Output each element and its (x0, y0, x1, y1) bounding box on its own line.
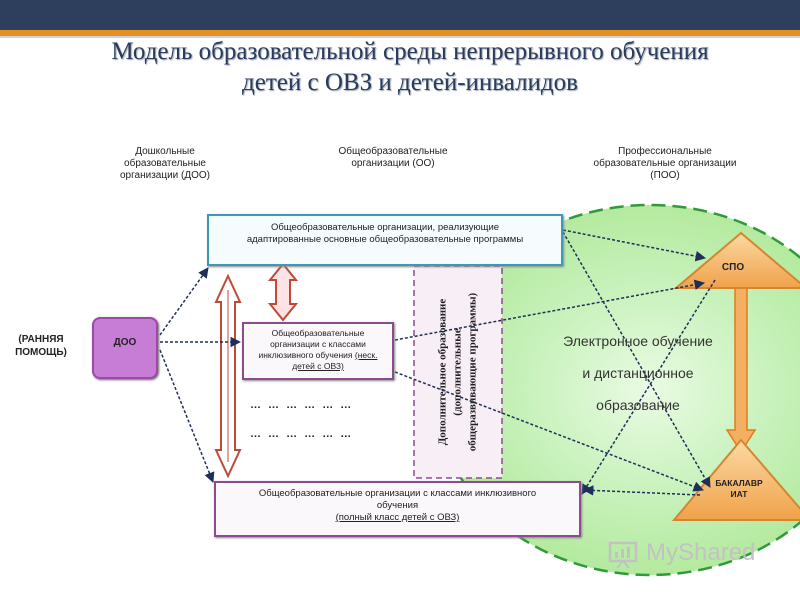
inclusive-full-line3: (полный класс детей с ОВЗ) (335, 512, 460, 523)
e-learning-label: Электронное обучение и дистанционное обр… (538, 325, 738, 421)
presentation-icon (608, 541, 638, 569)
header-divider (0, 36, 800, 38)
column-header-poo-line3: (ПОО) (650, 170, 680, 181)
extra-education-zone (413, 265, 503, 479)
column-header-poo: Профессиональные образовательные организ… (560, 146, 770, 182)
early-help-line1: (РАННЯЯ (18, 334, 64, 345)
watermark-text: MyShared (646, 539, 756, 566)
spo-triangle (673, 231, 800, 289)
slide-title-line2: детей с ОВЗ и детей-инвалидов (242, 69, 578, 96)
inclusive-full-class-box: Общеобразовательные организации с класса… (214, 481, 581, 537)
inclusive-classes-line2: организации с классами (270, 339, 366, 349)
inclusive-classes-box: Общеобразовательные организации с класса… (242, 322, 394, 380)
inclusive-classes-line3: инклюзивного обучения (неск. (250, 350, 386, 361)
column-header-doo: Дошкольные образовательные организации (… (110, 146, 220, 182)
column-header-doo-line3: организации (ДОО) (119, 170, 211, 181)
spo-label: СПО (721, 262, 745, 273)
slide-title-line1: Модель образовательной среды непрерывног… (111, 38, 709, 65)
extra-education-text: Дополнительное образование (дополнительн… (436, 268, 481, 476)
column-header-doo-line1: Дошкольные (135, 146, 195, 157)
inclusive-full-line2: обучения (376, 500, 419, 511)
ellipsis-row-1: … … … … … … (250, 399, 354, 411)
extra-education-line2: (дополнительные (451, 328, 464, 416)
extra-education-label: Дополнительное образование (дополнительн… (414, 266, 502, 478)
myshared-logo: MyShared (608, 535, 788, 575)
bachelor-line1: БАКАЛАВР (715, 478, 763, 488)
column-header-poo-line1: Профессиональные (618, 146, 712, 157)
adapted-programs-line2: адаптированные основные общеобразователь… (246, 234, 524, 245)
doo-box-label: ДОО (113, 337, 137, 348)
early-help-line2: ПОМОЩЬ) (15, 347, 67, 358)
column-header-poo-line2: образовательные организации (593, 158, 737, 169)
column-header-oo: Общеобразовательные организации (ОО) (318, 146, 468, 170)
bachelor-line2: ИАТ (730, 489, 748, 499)
extra-education-line1: Дополнительное образование (436, 298, 449, 446)
adapted-programs-line1: Общеобразовательные организации, реализу… (270, 222, 500, 233)
slide-title: Модель образовательной среды непрерывног… (40, 36, 780, 98)
spo-to-bachelor-arrow (725, 287, 757, 454)
extra-education-line3: общеразвивающие программы) (466, 292, 479, 452)
ellipsis-row-2: … … … … … … (250, 428, 354, 440)
doo-box: ДОО (92, 317, 158, 379)
small-double-arrow (267, 262, 299, 322)
inclusive-full-line1: Общеобразовательные организации с класса… (258, 488, 537, 499)
column-header-oo-line1: Общеобразовательные (338, 146, 448, 157)
early-help-label: (РАННЯЯ ПОМОЩЬ) (6, 333, 76, 359)
column-header-doo-line2: образовательные (124, 158, 206, 169)
e-learning-line1: Электронное обучение (563, 333, 713, 349)
header-accent-stripe (0, 30, 800, 36)
bachelor-label: БАКАЛАВР ИАТ (703, 478, 775, 500)
inclusive-classes-line1: Общеобразовательные (271, 328, 365, 338)
inclusive-classes-line4: детей с ОВЗ) (292, 361, 344, 371)
e-learning-line3: образование (596, 397, 680, 413)
e-learning-line2: и дистанционное (582, 365, 694, 381)
header-bar (0, 0, 800, 30)
adapted-programs-box: Общеобразовательные организации, реализу… (207, 214, 563, 266)
inclusive-classes-line3-text: инклюзивного обучения (258, 350, 353, 360)
inclusive-classes-note: (неск. (354, 350, 378, 360)
column-header-oo-line2: организации (ОО) (351, 158, 435, 169)
